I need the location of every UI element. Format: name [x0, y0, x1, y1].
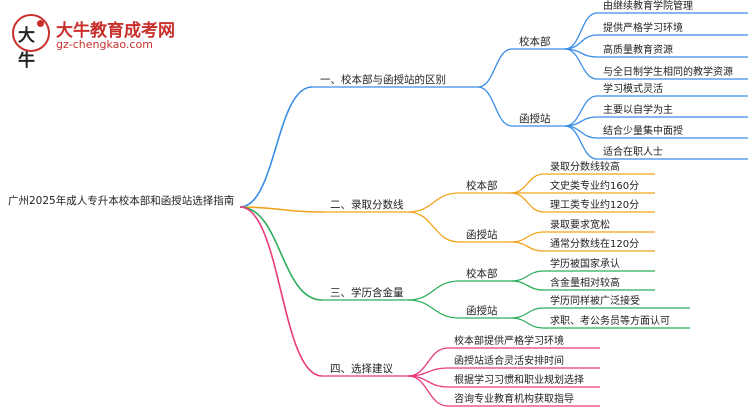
leaf-label: 根据学习习惯和职业规划选择 — [454, 373, 584, 386]
leaf-label: 由继续教育学院管理 — [603, 0, 693, 12]
leaf-label: 函授站适合灵活安排时间 — [454, 354, 564, 367]
branch-label: 三、学历含金量 — [330, 286, 404, 299]
leaf-connector — [510, 317, 545, 329]
sub-connector — [477, 86, 513, 127]
leaf-label: 与全日制学生相同的教学资源 — [603, 65, 733, 78]
branch-connector — [239, 86, 313, 208]
logo-url: gz-chengkao.com — [56, 38, 153, 51]
leaf-connector — [407, 375, 449, 407]
leaf-connector — [510, 241, 545, 252]
leaf-label: 校本部提供严格学习环境 — [454, 334, 564, 347]
sub-label: 函授站 — [466, 228, 498, 241]
sub-connector — [407, 211, 460, 243]
branch-label: 一、校本部与函授站的区别 — [320, 73, 446, 86]
sub-label: 校本部 — [519, 35, 551, 48]
branch-connector — [239, 206, 323, 213]
leaf-connector — [510, 307, 545, 319]
leaf-connector — [510, 280, 545, 291]
leaf-connector — [564, 48, 598, 80]
leaf-connector — [510, 192, 545, 213]
root-topic: 广州2025年成人专升本校本部和函授站选择指南 — [8, 194, 234, 207]
leaf-connector — [564, 125, 598, 160]
leaf-label: 学历同样被广泛接受 — [550, 294, 640, 307]
sub-connector — [407, 280, 460, 301]
leaf-label: 求职、考公务员等方面认可 — [550, 314, 670, 327]
leaf-label: 主要以自学为主 — [603, 103, 673, 116]
branch-connector — [239, 206, 323, 377]
leaf-label: 通常分数线在120分 — [550, 237, 639, 250]
leaf-label: 录取分数线较高 — [550, 160, 620, 173]
logo-title: 大牛教育成考网 — [56, 21, 175, 41]
branch-label: 四、选择建议 — [330, 362, 393, 375]
leaf-label: 含金量相对较高 — [550, 276, 620, 289]
leaf-label: 适合在职人士 — [603, 145, 663, 158]
branch-connector — [239, 206, 323, 301]
leaf-connector — [510, 270, 545, 282]
logo-glyph: 大牛 — [18, 26, 35, 71]
leaf-label: 文史类专业约160分 — [550, 179, 639, 192]
site-logo[interactable]: 大牛 大牛教育成考网 gz-chengkao.com — [12, 14, 182, 71]
leaf-connector — [564, 12, 598, 50]
sub-label: 函授站 — [519, 112, 551, 125]
sub-label: 校本部 — [466, 179, 498, 192]
leaf-label: 结合少量集中面授 — [603, 124, 683, 137]
leaf-connector — [564, 34, 598, 50]
leaf-label: 学历被国家承认 — [550, 257, 620, 270]
sub-label: 函授站 — [466, 304, 498, 317]
branch-label: 二、录取分数线 — [330, 198, 404, 211]
leaf-label: 学习模式灵活 — [603, 82, 663, 95]
sub-label: 校本部 — [466, 267, 498, 280]
logo-dot — [37, 20, 44, 27]
sub-connector — [407, 299, 460, 319]
leaf-label: 理工类专业约120分 — [550, 198, 639, 211]
logo-emblem: 大牛 — [12, 14, 50, 71]
leaf-label: 高质量教育资源 — [603, 43, 673, 56]
sub-connector — [477, 48, 513, 88]
leaf-label: 咨询专业教育机构获取指导 — [454, 392, 574, 405]
leaf-connector — [510, 231, 545, 243]
leaf-label: 提供严格学习环境 — [603, 21, 683, 34]
leaf-connector — [510, 173, 545, 194]
sub-connector — [407, 192, 460, 213]
leaf-label: 录取要求宽松 — [550, 218, 610, 231]
